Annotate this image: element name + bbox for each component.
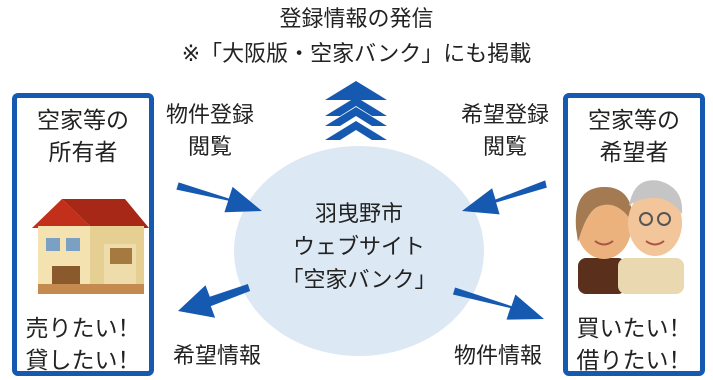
owner-footer-line-1: 売りたい！	[25, 316, 141, 342]
label-wish-register: 希望登録	[460, 103, 549, 128]
center-line-2: ウェブサイト	[292, 235, 425, 260]
arrow-seeker-to-center	[462, 180, 547, 215]
seeker-title-line-1: 空家等の	[588, 108, 680, 134]
arrow-owner-to-center	[176, 182, 262, 213]
elderly-couple-icon	[575, 180, 684, 294]
house-icon	[32, 199, 149, 294]
arrow-center-to-seeker	[452, 287, 544, 320]
label-property-register: 物件登録	[165, 103, 254, 128]
center-line-3: 「空家バンク」	[281, 268, 437, 293]
seeker-title-line-2: 希望者	[599, 140, 669, 166]
owner-title-line-2: 所有者	[48, 140, 118, 166]
broadcast-chevrons-icon	[325, 81, 387, 140]
center-circle	[234, 146, 484, 356]
center-line-1: 羽曳野市	[314, 202, 403, 227]
broadcast-title: 登録情報の発信	[279, 7, 434, 32]
label-property-info: 物件情報	[453, 344, 542, 369]
seeker-footer-line-1: 買いたい！	[576, 316, 692, 342]
label-view-left: 閲覧	[187, 135, 232, 160]
label-view-right: 閲覧	[482, 135, 527, 160]
label-wish-info: 希望情報	[172, 344, 261, 369]
arrow-center-to-owner	[178, 284, 251, 318]
seeker-footer-line-2: 借りたい！	[576, 348, 692, 374]
owner-footer-line-2: 貸したい！	[25, 348, 141, 374]
owner-title-line-1: 空家等の	[37, 108, 129, 134]
broadcast-note: ※「大阪版・空家バンク」にも掲載	[181, 42, 532, 67]
